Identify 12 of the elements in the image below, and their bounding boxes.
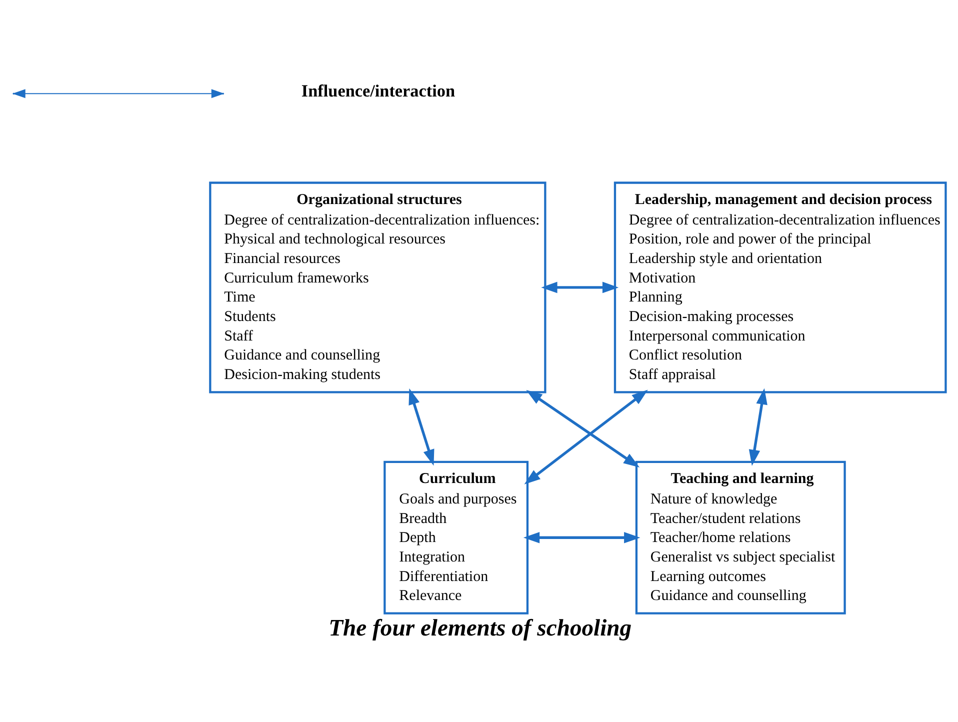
node-box: Curriculum Goals and purposes Breadth Depth Integration Differentiation Relevance xyxy=(383,460,528,614)
legend-label: Influence/interaction xyxy=(300,82,455,101)
arrow xyxy=(540,282,618,294)
node-box: Leadership, management and decision process Degree of centralization-decentralization influences Position, role and power of the principal Leadership style and orientation Motivation Planning Decision-making processes Interpersonal communication Conflict resolution Staff appraisal xyxy=(613,182,946,394)
node-box: Organizational structures Degree of centralization-decentralization influences: Physical and technological resources Financial resources Curriculum frameworks Time Students Staff Guidance and counselling Desicion-making students xyxy=(208,182,546,394)
arrow xyxy=(522,532,640,544)
arrow xyxy=(408,388,434,466)
arrow xyxy=(524,390,648,484)
arrow xyxy=(526,390,640,468)
arrow xyxy=(748,388,767,466)
caption: The four elements of schooling xyxy=(328,615,632,642)
node-box: Teaching and learning Nature of knowledge Teacher/student relations Teacher/home relations Generalist vs subject specialist Learning outcomes Guidance and counselling xyxy=(634,460,846,614)
